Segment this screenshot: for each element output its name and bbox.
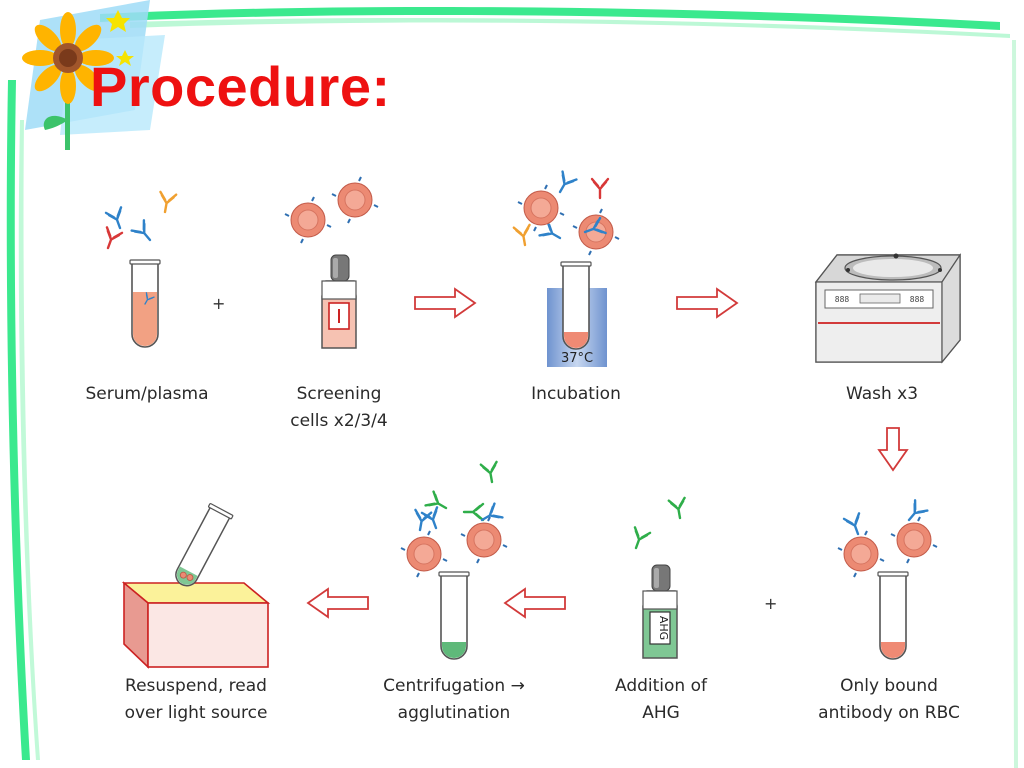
label-bound-line1: Only bound [840,676,938,696]
plus-sign-bottom: + [764,594,777,613]
water-bath-icon: 37°C [547,261,607,367]
label-incubation-line1: Incubation [531,384,621,404]
label-incubation: Incubation [501,381,651,408]
label-screening: Screening cells x2/3/4 [264,381,414,435]
plus-sign: + [212,294,225,313]
label-serum: Serum/plasma [72,381,222,408]
centrifuge-icon: 888 888 [814,253,962,364]
ahg-vial-label: AHG [657,616,670,640]
arrow-to-resuspend [307,588,369,618]
label-centrifugation-line1: Centrifugation → [383,676,525,696]
label-ahg: Addition of AHG [586,673,736,727]
top-border-highlight [130,18,1010,38]
ahg-vial-icon: AHG [642,564,678,659]
screening-vial-icon [321,254,357,349]
slide-title: Procedure: [90,55,391,118]
screening-rbc-icon [284,176,379,244]
label-wash: Wash x3 [807,381,957,408]
serum-step [99,190,178,348]
sunflower-icon [22,0,165,150]
label-ahg-line1: Addition of [615,676,707,696]
label-wash-line1: Wash x3 [845,384,919,404]
label-resuspend: Resuspend, read over light source [106,673,286,727]
left-border-highlight [18,120,40,760]
ahg-antibodies-icon [627,496,690,552]
agglutination-icon [400,460,508,578]
serum-antibodies-icon [99,190,178,252]
left-border-stroke [6,80,30,760]
svg-text:888: 888 [835,295,850,304]
incubation-step: 37°C [512,170,620,367]
arrow-to-wash [676,288,738,318]
label-bound: Only bound antibody on RBC [794,673,984,727]
label-centrifugation: Centrifugation → agglutination [359,673,549,727]
light-box-icon [121,503,271,669]
bound-rbc-antibody-icon [837,499,938,578]
incubation-mix-icon [512,170,620,256]
serum-tube-icon [129,259,161,348]
top-border-stroke [100,7,1000,31]
label-centrifugation-line2: agglutination [397,703,511,723]
centrifugation-tube-icon [438,571,470,660]
label-resuspend-line2: over light source [124,703,268,723]
label-ahg-line2: AHG [642,703,680,723]
arrow-down-to-bound [877,427,909,472]
bound-step [837,499,938,660]
screening-step [284,176,379,349]
arrow-to-centrifugation [504,588,566,618]
label-screening-line1: Screening [296,384,382,404]
arrow-to-incubation [414,288,476,318]
centrifugation-step [400,460,508,660]
bound-tube-icon [877,571,909,660]
label-serum-line1: Serum/plasma [85,384,209,404]
label-screening-line2: cells x2/3/4 [290,411,388,431]
svg-text:888: 888 [910,295,925,304]
right-border-stroke [1012,40,1018,768]
label-resuspend-line1: Resuspend, read [125,676,267,696]
temperature-label: 37°C [561,351,593,366]
ahg-step: AHG [627,496,690,659]
label-bound-line2: antibody on RBC [818,703,960,723]
